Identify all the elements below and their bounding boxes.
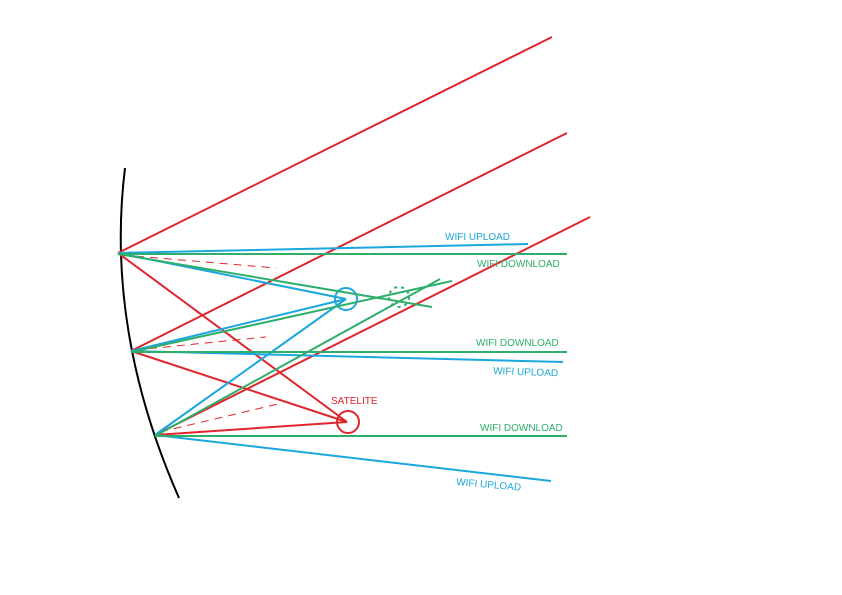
red-dashed-c [159, 403, 279, 433]
label-satelite: SATELITE [331, 396, 378, 407]
label-wifi-download-1: WIFI DOWNLOAD [477, 259, 560, 270]
label-wifi-download-3: WIFI DOWNLOAD [480, 423, 563, 434]
green-dotted-circle [388, 286, 410, 308]
green-link-b [130, 280, 453, 353]
blue-link-b-router [130, 298, 347, 352]
red-beam-a-up [117, 36, 553, 254]
blue-upload-a [117, 243, 529, 254]
red-link-b-satellite [130, 350, 348, 423]
label-wifi-download-2: WIFI DOWNLOAD [476, 338, 559, 349]
green-link-a [117, 253, 433, 308]
red-link-c-satellite [154, 421, 348, 436]
label-wifi-upload-2: WIFI UPLOAD [493, 366, 558, 379]
router-circle [334, 287, 358, 311]
label-wifi-upload-3: WIFI UPLOAD [456, 477, 522, 494]
red-beam-b-up [130, 132, 568, 352]
label-wifi-upload-1: WIFI UPLOAD [445, 232, 510, 243]
red-dashed-b [134, 336, 267, 351]
satellite-circle [336, 410, 360, 434]
blue-upload-c [154, 434, 552, 482]
red-dashed-a [121, 254, 277, 269]
blue-link-c-router [154, 298, 347, 436]
curved-surface [119, 167, 180, 499]
red-link-a-satellite [117, 252, 348, 423]
